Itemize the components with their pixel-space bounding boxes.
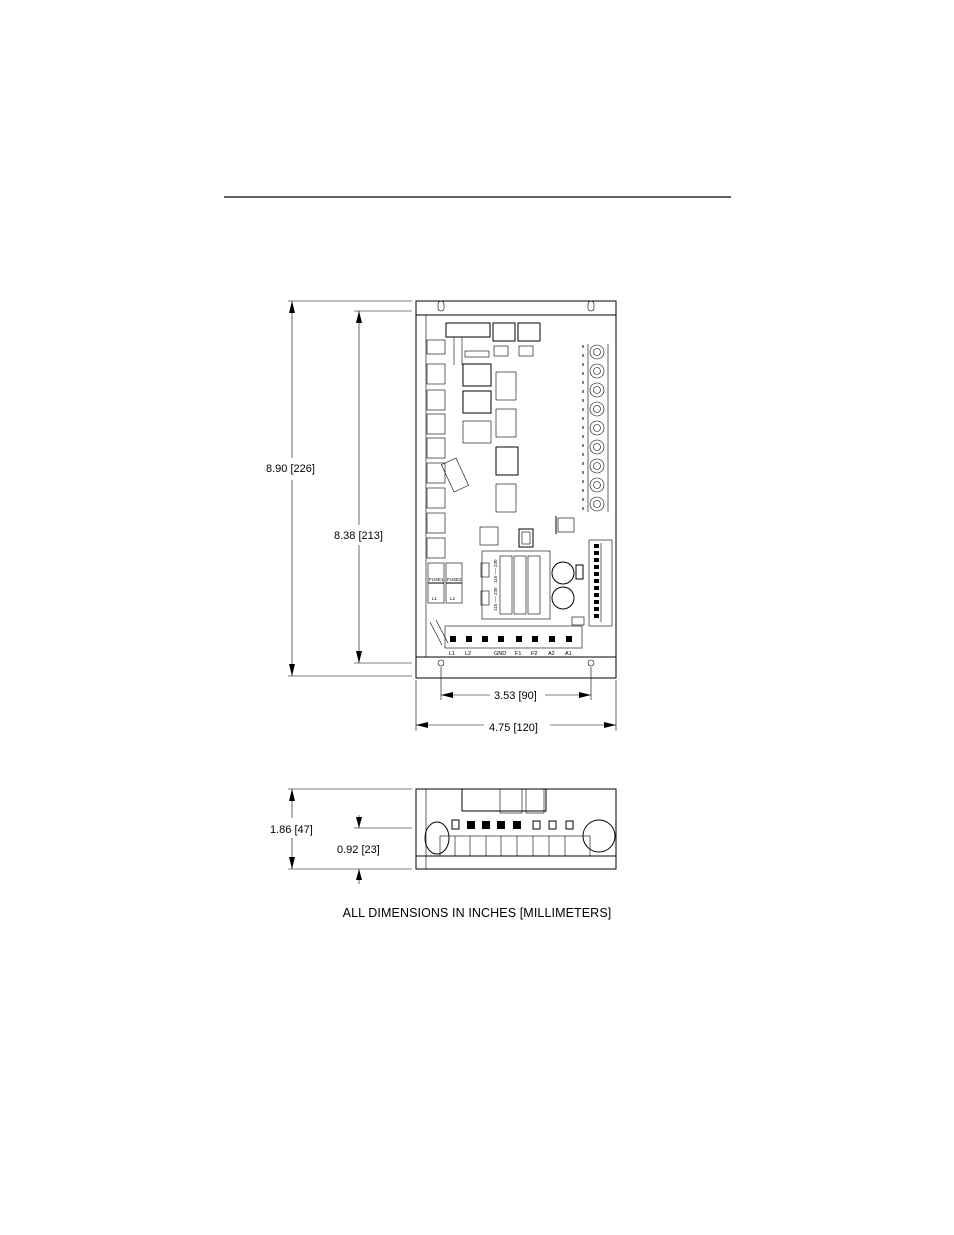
potentiometer-strip: [582, 344, 609, 512]
height-dimension-mounting: 8.38 [213]: [334, 310, 412, 664]
overall-width-label: 4.75 [120]: [489, 722, 538, 734]
voltage-label-bottom: 115 ── 230: [493, 587, 498, 611]
voltage-label-top: 115 ── 230: [493, 559, 498, 583]
overall-height-label: 8.90 [226]: [266, 463, 315, 475]
fuse1-label: FUSE1: [429, 577, 444, 582]
transformer: [481, 550, 551, 620]
side-height-label: 1.86 [47]: [270, 824, 313, 836]
terminal-label: GND: [494, 651, 506, 657]
side-offset-label: 0.92 [23]: [337, 844, 380, 856]
mounting-width-label: 3.53 [90]: [494, 690, 537, 702]
power-terminal-block: L1 L2 GND F1 F2 A2 A1: [444, 625, 583, 657]
capacitors: [551, 561, 585, 626]
mounting-height-label: 8.38 [213]: [334, 530, 383, 542]
fuse1-rating: L1: [432, 596, 438, 601]
terminal-label: L2: [465, 651, 471, 657]
width-dimension-mounting: 3.53 [90]: [440, 667, 592, 702]
height-dimension-overall: 8.90 [226]: [266, 300, 412, 677]
mounting-slot: [437, 300, 595, 667]
top-components: [445, 322, 541, 365]
top-view: FUSE1 FUSE2 L1 L2 115 ── 230 115 ── 230 …: [415, 300, 617, 679]
left-component-column: [426, 339, 469, 559]
side-view: [415, 788, 617, 870]
fuse2-label: FUSE2: [447, 577, 462, 582]
terminal-label: L1: [449, 651, 455, 657]
terminal-label: A1: [565, 651, 572, 657]
side-height-dimension: 1.86 [47]: [270, 788, 412, 870]
terminal-label: A2: [548, 651, 555, 657]
fuse-area: FUSE1 FUSE2 L1 L2: [427, 562, 463, 646]
chassis-outline: [415, 300, 617, 679]
terminal-label: F2: [531, 651, 537, 657]
width-dimension-overall: 4.75 [120]: [415, 680, 617, 734]
fuse2-rating: L2: [450, 596, 456, 601]
dimensions-caption: ALL DIMENSIONS IN INCHES [MILLIMETERS]: [342, 906, 612, 920]
control-terminal-block: [588, 539, 613, 627]
terminal-label: F1: [515, 651, 521, 657]
center-components: [462, 363, 575, 548]
side-offset-dimension: 0.92 [23]: [337, 815, 412, 884]
voltage-selector: 115 ── 230 115 ── 230: [480, 559, 498, 611]
